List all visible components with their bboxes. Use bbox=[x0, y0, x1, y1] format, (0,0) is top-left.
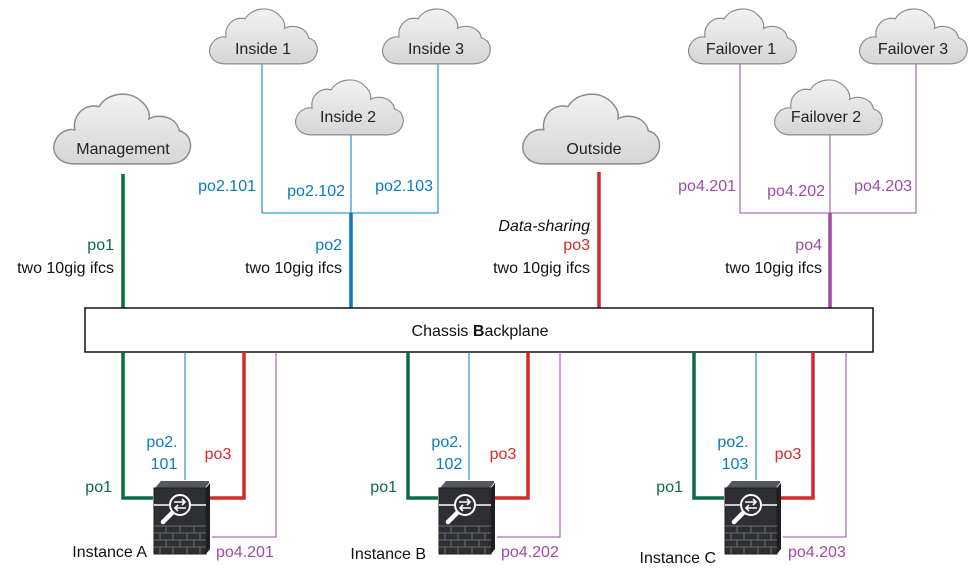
instance-a-po3-label: po3 bbox=[205, 446, 232, 463]
backplane-label: Chassis Backplane bbox=[412, 323, 549, 340]
cloud-failover1-label: Failover 1 bbox=[706, 41, 776, 58]
instance-a-po2-label-1: po2. bbox=[146, 434, 177, 451]
po2-label: po2 bbox=[315, 237, 342, 254]
instance-b-po3-label: po3 bbox=[490, 446, 517, 463]
instance-c-po1-label: po1 bbox=[656, 479, 683, 496]
po4-201-label: po4.201 bbox=[678, 178, 736, 195]
po3-desc-label: two 10gig ifcs bbox=[493, 260, 590, 277]
instance-b-device-icon bbox=[439, 481, 495, 554]
instance-b-group: po1 po2. 102 po3 po4.202 Instance B bbox=[350, 352, 561, 563]
po1-label: po1 bbox=[87, 237, 114, 254]
po1-desc-label: two 10gig ifcs bbox=[17, 260, 114, 277]
chassis-backplane: Chassis Backplane bbox=[84, 307, 874, 353]
instance-a-group: po1 po2. 101 po3 po4.201 Instance A bbox=[72, 352, 277, 561]
instance-b-po1-line bbox=[406, 352, 438, 500]
cloud-failover1: Failover 1 bbox=[687, 8, 797, 65]
cloud-inside3: Inside 3 bbox=[381, 8, 491, 65]
cloud-inside2-label: Inside 2 bbox=[320, 109, 376, 126]
po2-103-label: po2.103 bbox=[375, 178, 433, 195]
cloud-failover2: Failover 2 bbox=[773, 79, 883, 136]
instance-a-device-icon bbox=[154, 481, 210, 554]
po3-label: po3 bbox=[563, 237, 590, 254]
instance-a-label: Instance A bbox=[72, 544, 147, 561]
instance-c-po2-label-2: 103 bbox=[722, 456, 749, 473]
instance-a-po1-line bbox=[121, 352, 153, 500]
instance-a-po3-line bbox=[210, 352, 246, 500]
po2-101-label: po2.101 bbox=[198, 178, 256, 195]
cloud-inside1-label: Inside 1 bbox=[235, 41, 291, 58]
cloud-outside: Outside bbox=[522, 93, 661, 165]
cloud-failover2-label: Failover 2 bbox=[791, 109, 861, 126]
instance-b-po1-label: po1 bbox=[370, 479, 397, 496]
po4-desc-label: two 10gig ifcs bbox=[725, 260, 822, 277]
instance-c-po4-label: po4.203 bbox=[788, 544, 846, 561]
instance-b-po2-label-1: po2. bbox=[431, 434, 462, 451]
instance-c-po1-line bbox=[692, 352, 724, 500]
cloud-inside3-label: Inside 3 bbox=[408, 41, 464, 58]
instance-b-po3-line bbox=[495, 352, 530, 500]
instance-b-po4-label: po4.202 bbox=[501, 544, 559, 561]
instance-a-po2-label-2: 101 bbox=[151, 456, 178, 473]
cloud-inside1: Inside 1 bbox=[208, 8, 318, 65]
instance-b-po2-label-2: 102 bbox=[436, 456, 463, 473]
instance-a-po4-line bbox=[212, 352, 277, 538]
po4-label: po4 bbox=[795, 237, 822, 254]
instance-b-po4-line bbox=[497, 352, 561, 538]
po2-desc-label: two 10gig ifcs bbox=[245, 260, 342, 277]
cloud-failover3: Failover 3 bbox=[858, 8, 968, 65]
cloud-failover3-label: Failover 3 bbox=[878, 41, 948, 58]
instance-c-group: po1 po2. 103 po3 po4.203 Instance C bbox=[640, 352, 847, 567]
po4-202-label: po4.202 bbox=[767, 183, 825, 200]
data-sharing-label: Data-sharing bbox=[498, 218, 590, 235]
cloud-inside2: Inside 2 bbox=[294, 79, 404, 136]
cloud-outside-label: Outside bbox=[566, 141, 621, 158]
instance-c-device-icon bbox=[725, 481, 781, 554]
instance-a-po1-label: po1 bbox=[85, 479, 112, 496]
po4-203-label: po4.203 bbox=[854, 178, 912, 195]
instance-c-label: Instance C bbox=[640, 550, 716, 567]
instance-c-po3-label: po3 bbox=[775, 446, 802, 463]
instance-b-label: Instance B bbox=[350, 546, 426, 563]
cloud-management: Management bbox=[53, 93, 192, 165]
cloud-management-label: Management bbox=[76, 141, 170, 158]
instance-c-po3-line bbox=[781, 352, 815, 500]
failover-subif-line bbox=[739, 62, 917, 214]
instance-c-po2-label-1: po2. bbox=[717, 434, 748, 451]
instance-a-po4-label: po4.201 bbox=[216, 544, 274, 561]
instance-c-po4-line bbox=[783, 352, 847, 538]
po2-102-label: po2.102 bbox=[287, 183, 345, 200]
